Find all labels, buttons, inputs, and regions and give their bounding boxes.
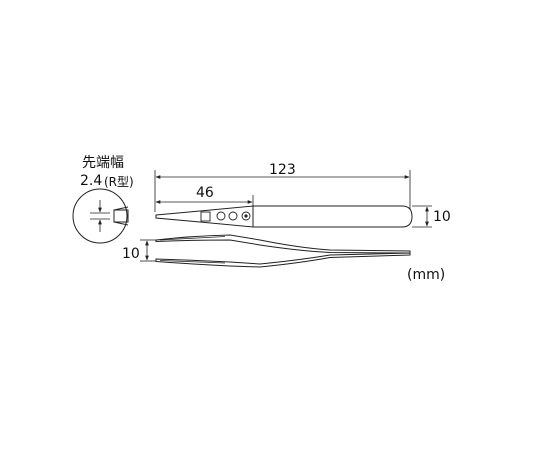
tip-width-value: 2.4 [80,173,103,189]
top-height-dimension [412,205,432,228]
tweezers-top-view [155,205,413,228]
tip-detail-circle [72,188,129,244]
side-height-dimension [140,239,156,262]
side-height-label: 10 [122,246,140,262]
tip-length-label: 46 [196,185,214,201]
tweezers-side-view [155,234,411,268]
unit-label: (mm) [407,267,446,283]
top-height-label: 10 [433,209,451,225]
overall-length-dimension [154,170,411,212]
tip-width-type: (R型) [104,175,134,189]
overall-length-label: 123 [269,162,296,178]
tip-width-title: 先端幅 [82,155,124,171]
